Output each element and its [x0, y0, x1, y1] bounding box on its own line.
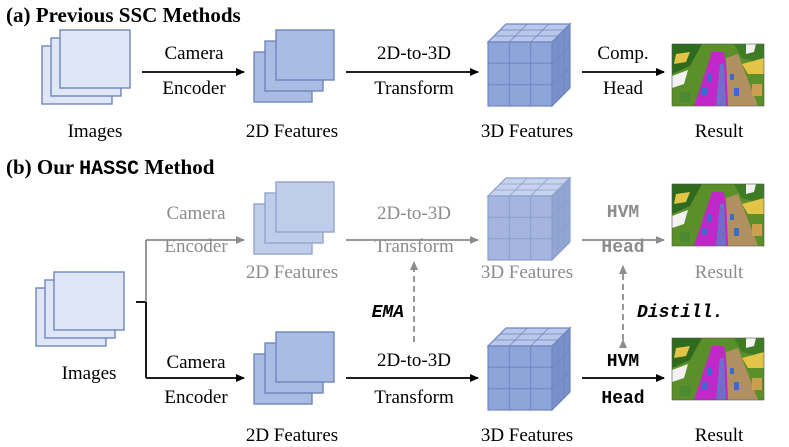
teacher-branch: Camera Encoder 2D Features 2D-to-3D Tran… — [164, 177, 765, 283]
head-label-student-1: HVM — [607, 352, 639, 372]
encoder-label-a-2: Encoder — [162, 78, 226, 99]
head-label-teacher-2: Head — [601, 238, 644, 258]
student-branch: Camera Encoder 2D Features 2D-to-3D Tran… — [164, 327, 765, 446]
feature-stack-teacher — [253, 181, 335, 255]
features2d-label-student: 2D Features — [246, 425, 338, 446]
images-stack-a — [41, 29, 131, 105]
images-stack-b — [35, 271, 125, 347]
distill-label: Distill. — [637, 303, 723, 323]
features2d-label-teacher: 2D Features — [246, 262, 338, 283]
panel-b-title-method: HASSC — [79, 158, 139, 181]
encoder-label-a-1: Camera — [164, 43, 224, 64]
encoder-label-teacher-2: Encoder — [164, 236, 228, 257]
panel-b: (b) Our HASSC Method Images Camera Encod… — [6, 155, 765, 446]
panel-a: (a) Previous SSC Methods Images Camera E… — [6, 3, 765, 142]
result-image-teacher — [671, 183, 765, 247]
panel-b-title-prefix: (b) Our — [6, 155, 79, 179]
cube-3d-a — [487, 23, 571, 107]
head-label-student-2: Head — [601, 389, 644, 409]
panel-a-title: (a) Previous SSC Methods — [6, 3, 241, 27]
features3d-label-a: 3D Features — [481, 121, 573, 142]
transform-label-a-1: 2D-to-3D — [377, 43, 451, 64]
features3d-label-student: 3D Features — [481, 425, 573, 446]
feature-stack-a — [253, 29, 335, 103]
encoder-label-student-1: Camera — [166, 352, 226, 373]
result-label-a: Result — [695, 121, 744, 142]
ema-label: EMA — [372, 303, 404, 323]
features3d-label-teacher: 3D Features — [481, 262, 573, 283]
features2d-label-a: 2D Features — [246, 121, 338, 142]
transform-label-teacher-1: 2D-to-3D — [377, 203, 451, 224]
head-label-teacher-1: HVM — [607, 203, 639, 223]
result-label-student: Result — [695, 425, 744, 446]
result-image-a — [671, 43, 765, 107]
transform-label-teacher-2: Transform — [374, 236, 454, 257]
transform-label-a-2: Transform — [374, 78, 454, 99]
transform-label-student-1: 2D-to-3D — [377, 350, 451, 371]
cube-3d-teacher — [487, 177, 571, 261]
transform-label-student-2: Transform — [374, 387, 454, 408]
head-label-a-1: Comp. — [597, 43, 648, 64]
images-label-a: Images — [68, 121, 123, 142]
images-label-b: Images — [62, 363, 117, 384]
encoder-label-student-2: Encoder — [164, 387, 228, 408]
result-image-student — [671, 337, 765, 401]
panel-b-title-suffix: Method — [139, 155, 215, 179]
cube-3d-student — [487, 327, 571, 411]
feature-stack-student — [253, 331, 335, 405]
head-label-a-2: Head — [603, 78, 644, 99]
panel-b-title: (b) Our HASSC Method — [6, 155, 215, 181]
encoder-label-teacher-1: Camera — [166, 203, 226, 224]
result-label-teacher: Result — [695, 262, 744, 283]
